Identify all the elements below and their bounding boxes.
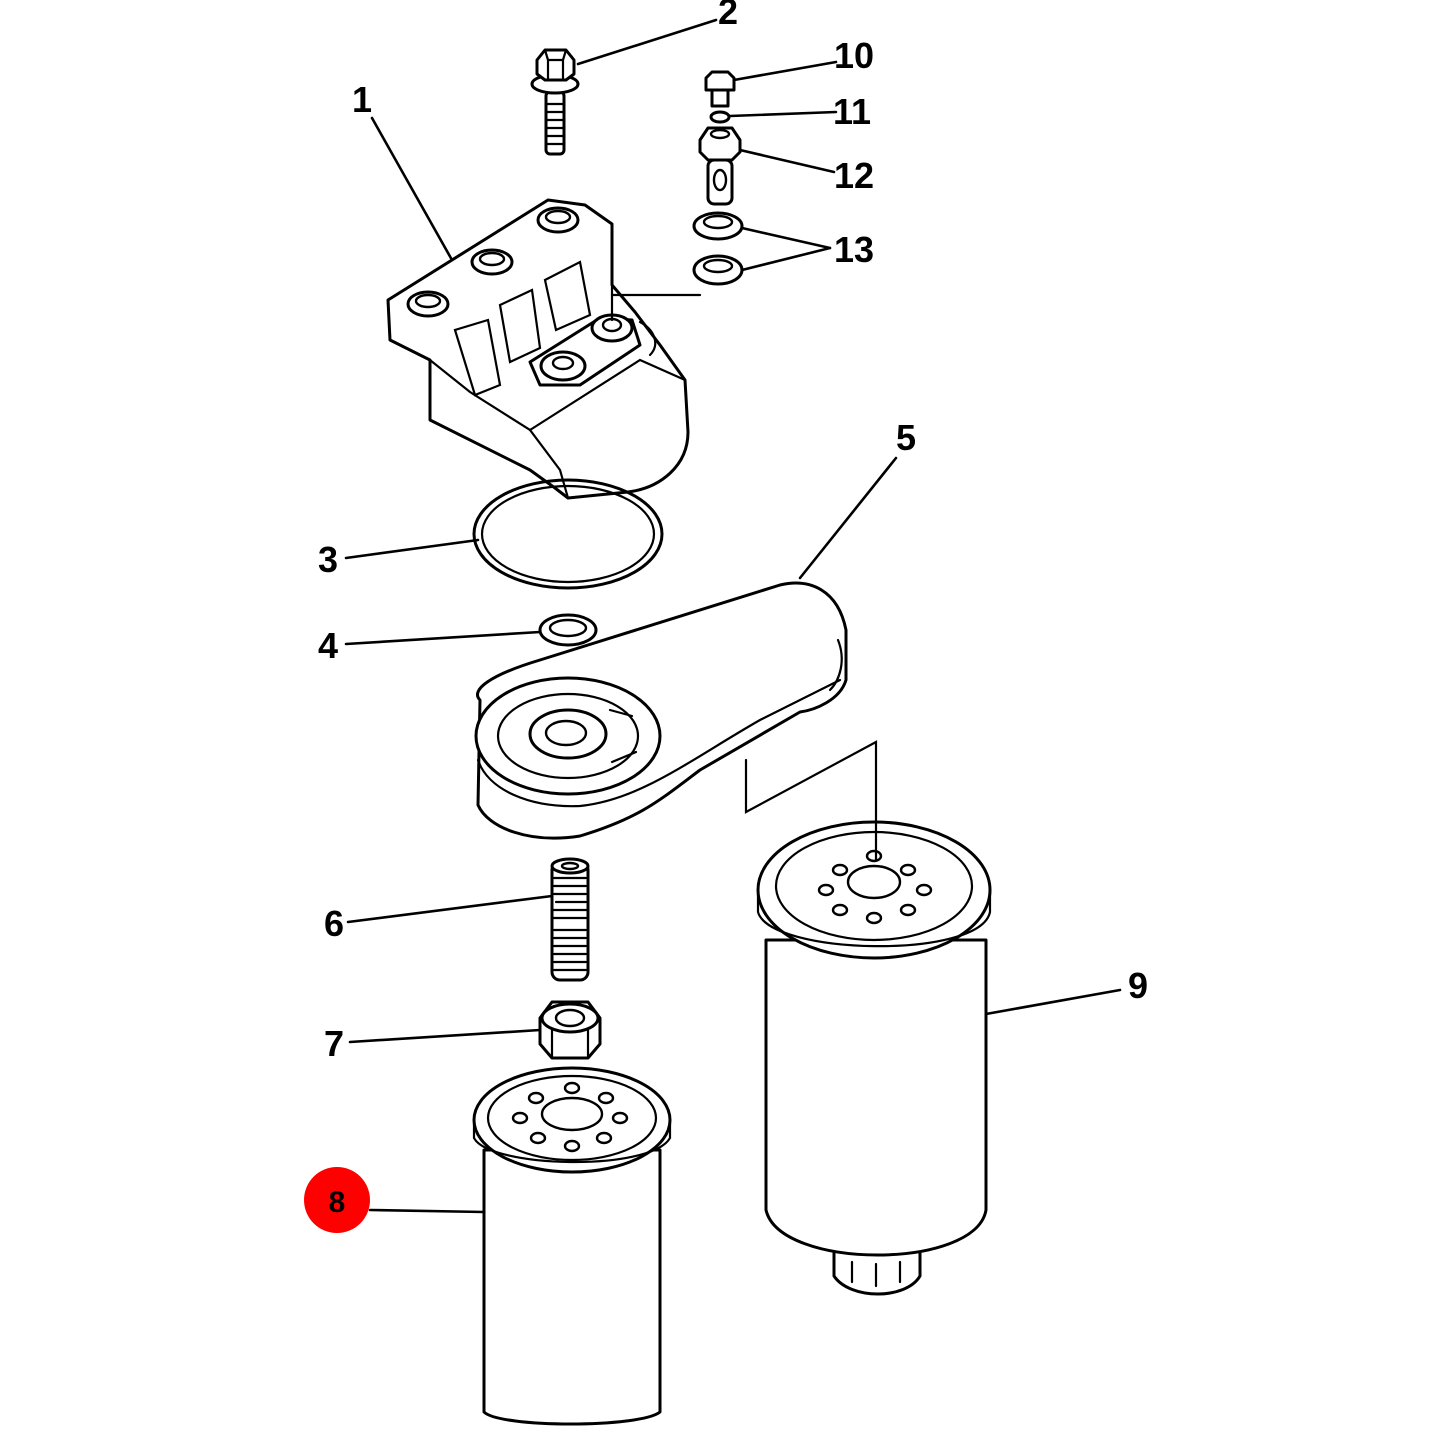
callout-leaders <box>344 18 1122 1214</box>
callout-11: 11 <box>833 91 871 132</box>
callout-2: 2 <box>718 0 738 32</box>
fuel-filter <box>756 820 992 1296</box>
assembly-guide-lines <box>610 280 878 862</box>
callout-6: 6 <box>324 903 344 944</box>
callout-13: 13 <box>834 229 874 270</box>
filter-adapter-plate <box>474 581 848 840</box>
callout-10: 10 <box>834 35 874 76</box>
small-washer <box>709 110 731 124</box>
callout-1: 1 <box>352 79 372 120</box>
oil-filter <box>472 1066 672 1426</box>
filter-head-bracket <box>386 198 690 500</box>
flange-bolt <box>530 48 580 156</box>
callout-4: 4 <box>318 625 338 666</box>
highlight-marker <box>304 1167 370 1233</box>
callout-5: 5 <box>896 417 916 458</box>
hex-nut <box>538 1000 602 1060</box>
sealing-washers <box>692 211 744 286</box>
callout-8: 8 <box>329 1186 346 1219</box>
threaded-stud <box>550 857 590 982</box>
callout-12: 12 <box>834 155 874 196</box>
banjo-fitting <box>698 126 742 206</box>
small-o-ring <box>538 613 598 647</box>
callout-9: 9 <box>1128 965 1148 1006</box>
large-o-ring <box>472 478 664 590</box>
banjo-bolt-head <box>704 70 736 108</box>
callout-7: 7 <box>324 1023 344 1064</box>
callout-3: 3 <box>318 539 338 580</box>
